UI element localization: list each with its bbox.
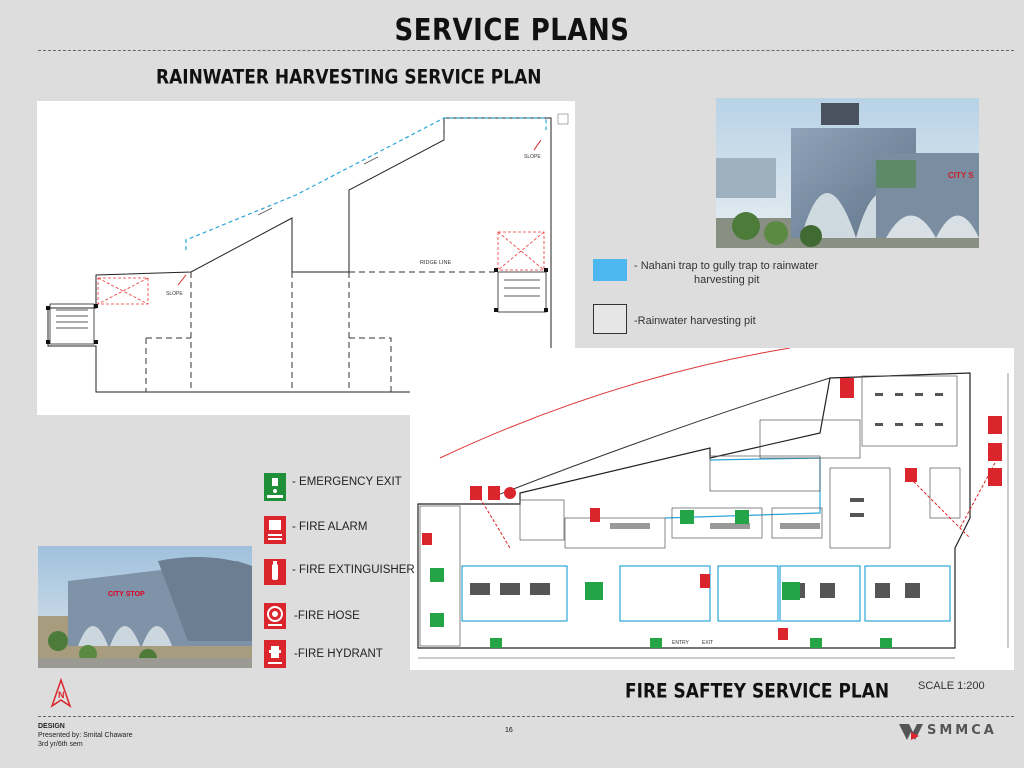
- fire-hose-points: [430, 510, 892, 648]
- fire-extinguisher-icon: [264, 559, 286, 585]
- emergency-exit-label: - EMERGENCY EXIT: [292, 476, 402, 488]
- escalators: [610, 523, 820, 529]
- footer-presenter: Presented by: Smital Chaware: [38, 732, 133, 739]
- page-number: 16: [505, 727, 513, 734]
- columns: [46, 268, 548, 344]
- legend-drainage-line1: - Nahani trap to gully trap to rainwater: [634, 260, 819, 272]
- fire-plan-panel: ENTRY EXIT: [410, 347, 1014, 670]
- footer-semester: 3rd yr/6th sem: [38, 741, 83, 748]
- fire-extinguisher-label: - FIRE EXTINGUISHER: [292, 564, 415, 576]
- drainage-line: [185, 117, 547, 250]
- render-sign: CITY S: [948, 171, 974, 180]
- legend-drainage-text: - Nahani trap to gully trap to rainwater…: [634, 259, 818, 287]
- legend-swatch-drainage: [593, 259, 627, 281]
- bottom-divider: [38, 716, 1014, 717]
- entry-label: ENTRY: [672, 640, 690, 646]
- ridge-line-label: RIDGE LINE: [420, 260, 452, 266]
- building-render-aerial: CITY STOP: [38, 546, 252, 668]
- render-photo-top: CITY S: [716, 98, 979, 248]
- college-logo: SMMCA: [897, 720, 1017, 744]
- page-title: SERVICE PLANS: [394, 13, 630, 49]
- building-render-image: CITY S: [716, 98, 979, 248]
- fire-plan-drawing: ENTRY EXIT: [410, 347, 1014, 670]
- logo-text: SMMCA: [927, 723, 997, 738]
- slope-label: SLOPE: [166, 291, 183, 297]
- fire-alarm-label: - FIRE ALARM: [292, 521, 368, 533]
- rainwater-heading: RAINWATER HARVESTING SERVICE PLAN: [156, 66, 542, 89]
- fire-hose-icon: [264, 603, 286, 629]
- north-mark: [557, 113, 569, 125]
- room-layout: [419, 375, 961, 647]
- grid-lines: [418, 373, 1009, 659]
- internal-dashed-lines: [145, 118, 496, 392]
- fire-alarm-icon: [264, 516, 286, 544]
- exit-label: EXIT: [702, 640, 713, 646]
- render-photo-bottom: CITY STOP: [38, 546, 252, 668]
- fire-hydrant-icon: [264, 640, 286, 668]
- fire-hose-label: -FIRE HOSE: [294, 610, 360, 622]
- footer-credits: DESIGN Presented by: Smital Chaware 3rd …: [38, 722, 133, 749]
- svg-text:N: N: [58, 690, 65, 700]
- flow-arrows: [257, 156, 379, 216]
- rainwater-pits: [97, 231, 545, 305]
- north-arrow-icon: N: [48, 677, 74, 708]
- road-edge: [489, 377, 831, 499]
- legend-pit-text: -Rainwater harvesting pit: [634, 315, 756, 327]
- stair-blocks: [49, 271, 547, 345]
- fire-alarm-points: [422, 378, 1002, 640]
- building-outline: [47, 117, 552, 393]
- render-sign: CITY STOP: [108, 591, 145, 598]
- site-boundary-arc: [439, 347, 791, 459]
- scale-label: SCALE 1:200: [918, 680, 985, 692]
- emergency-exit-icon: [264, 473, 286, 501]
- slope-label: SLOPE: [524, 154, 541, 160]
- top-divider: [38, 50, 1014, 51]
- building-outline: [417, 372, 971, 649]
- fire-hydrant-label: -FIRE HYDRANT: [294, 648, 383, 660]
- escape-routes: [479, 462, 996, 549]
- furniture: [470, 393, 943, 598]
- legend-drainage-line2: harvesting pit: [694, 274, 760, 286]
- footer-design: DESIGN: [38, 723, 65, 730]
- rainwater-plan-panel: SLOPE SLOPE SLOPE RIDGE LINE: [36, 100, 576, 416]
- fire-heading: FIRE SAFTEY SERVICE PLAN: [625, 680, 890, 703]
- legend-swatch-pit: [593, 304, 627, 334]
